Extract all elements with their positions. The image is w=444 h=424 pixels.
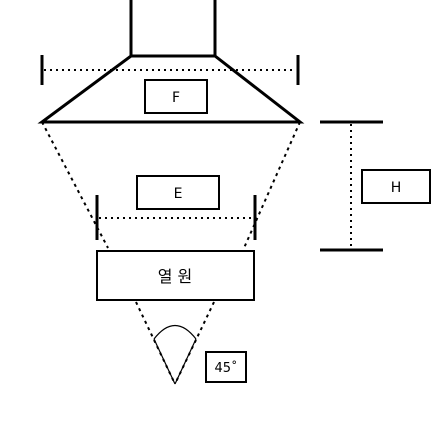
angle-lines	[135, 301, 215, 385]
capture-envelope	[41, 121, 301, 249]
lower-width-dimension	[95, 195, 257, 240]
exhaust-duct	[129, 0, 217, 56]
lower-width-label-box: E	[136, 175, 220, 210]
height-label-box: H	[361, 169, 431, 204]
hood-width-label: F	[172, 90, 180, 106]
hood-width-label-box: F	[144, 79, 208, 114]
height-label: H	[391, 180, 402, 196]
lower-width-label: E	[174, 186, 183, 202]
hood-width-dimension	[40, 55, 300, 85]
angle-label-box: 45˚	[205, 351, 247, 383]
heat-source: 열 원	[96, 250, 255, 301]
heat-source-label: 열 원	[158, 267, 193, 286]
height-dimension	[320, 120, 383, 252]
angle-label: 45˚	[214, 360, 237, 376]
